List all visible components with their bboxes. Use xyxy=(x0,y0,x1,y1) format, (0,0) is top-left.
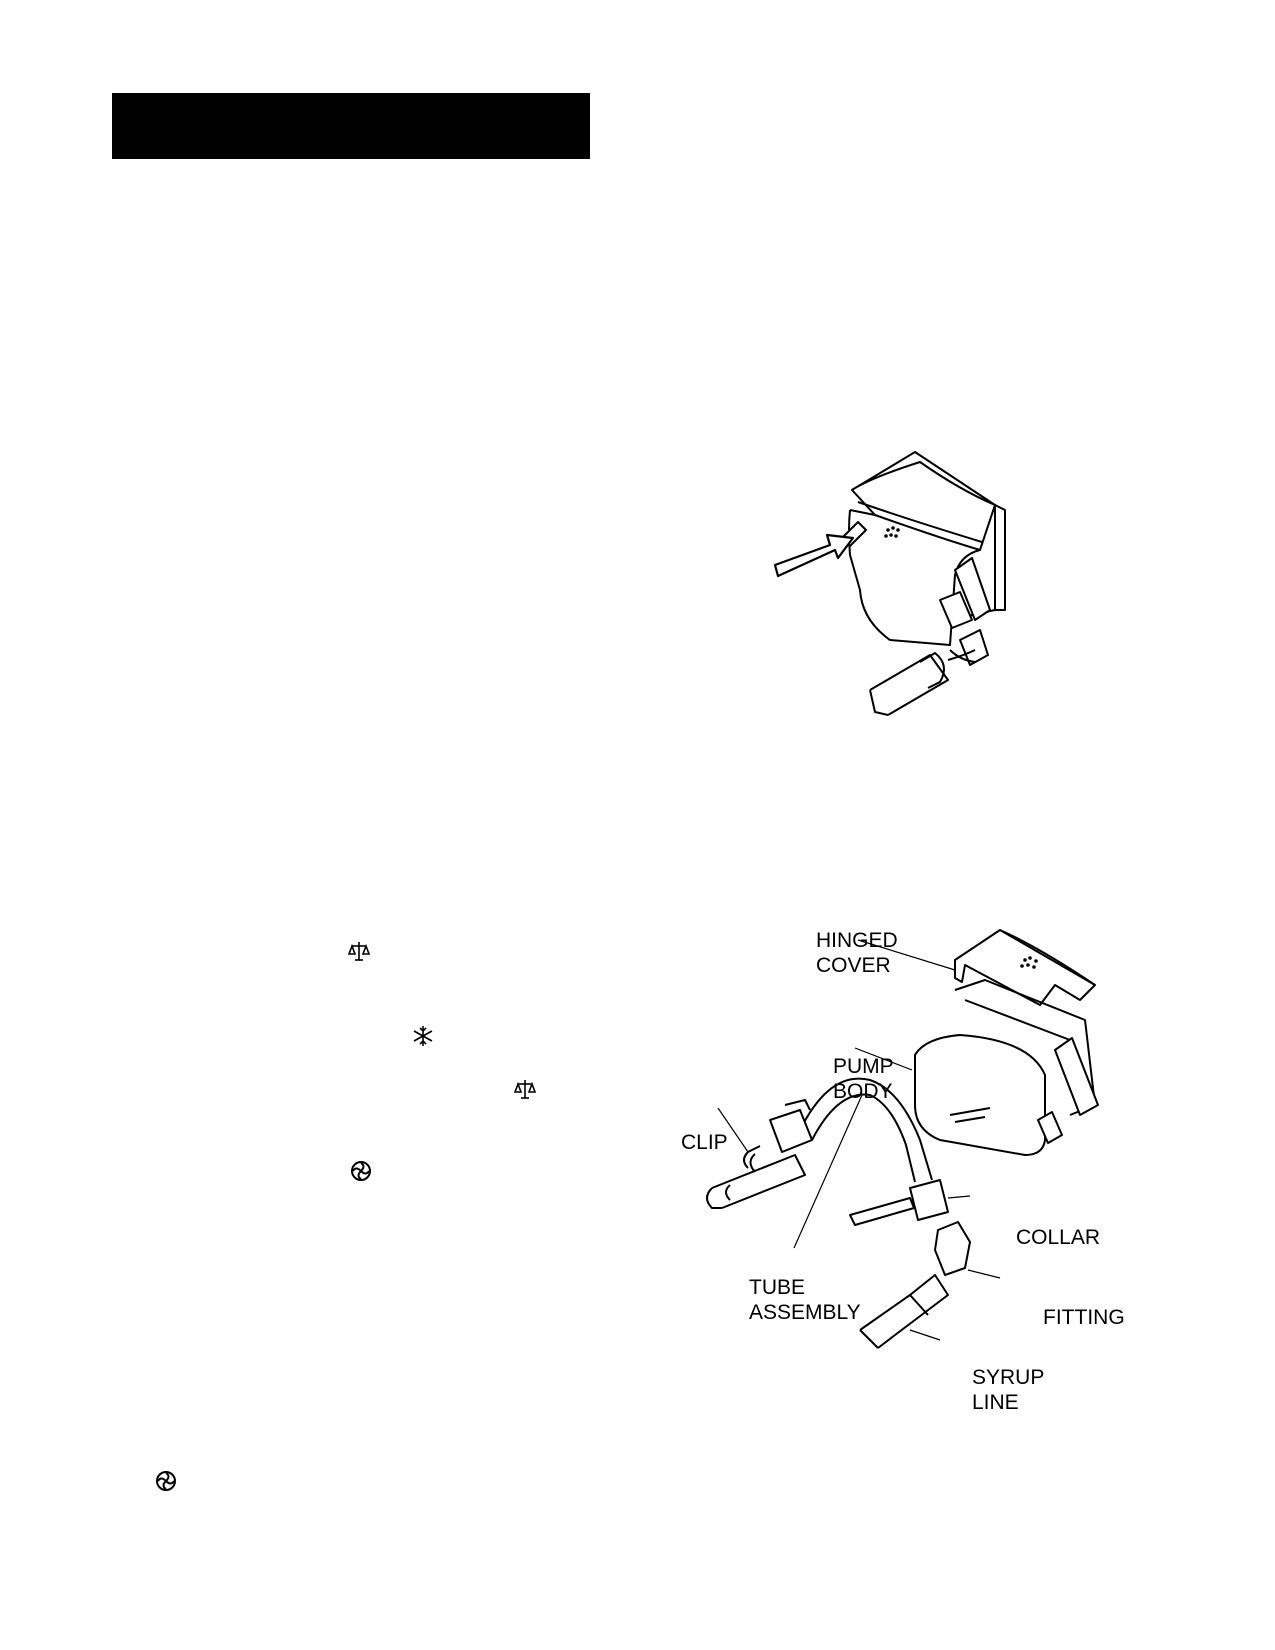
callout-collar: COLLAR xyxy=(1016,1225,1100,1250)
callout-pump-body-line-2: BODY xyxy=(833,1080,893,1103)
callout-collar-line-1: COLLAR xyxy=(1016,1226,1101,1249)
callout-pump-body-line-1: PUMP xyxy=(833,1055,894,1078)
snowflake-icon xyxy=(413,1026,433,1046)
callout-tube-assembly: TUBE ASSEMBLY xyxy=(749,1275,861,1325)
callout-fitting-line-1: FITTING xyxy=(1043,1306,1125,1329)
callout-hinged-cover: HINGED COVER xyxy=(816,928,898,978)
callout-clip-line-1: CLIP xyxy=(681,1131,728,1154)
callout-tube-assembly-line-1: TUBE xyxy=(749,1276,806,1299)
callout-fitting: FITTING xyxy=(1043,1305,1125,1330)
callout-clip: CLIP xyxy=(681,1130,728,1155)
scale-icon xyxy=(347,942,371,961)
scale-icon xyxy=(513,1080,537,1099)
pump-exploded-figure xyxy=(706,929,1099,1349)
callout-tube-assembly-line-2: ASSEMBLY xyxy=(749,1301,861,1324)
swirl-icon xyxy=(156,1471,176,1491)
section-header-bar xyxy=(112,93,590,159)
callout-syrup-line: SYRUP LINE xyxy=(972,1365,1044,1415)
callout-pump-body: PUMP BODY xyxy=(833,1054,894,1104)
callout-syrup-line-line-2: LINE xyxy=(972,1391,1019,1414)
swirl-icon xyxy=(351,1161,371,1181)
callout-hinged-cover-line-2: COVER xyxy=(816,954,891,977)
callout-hinged-cover-line-1: HINGED xyxy=(816,929,898,952)
pump-closed-cover-figure xyxy=(773,451,1006,716)
callout-syrup-line-line-1: SYRUP xyxy=(972,1366,1045,1389)
